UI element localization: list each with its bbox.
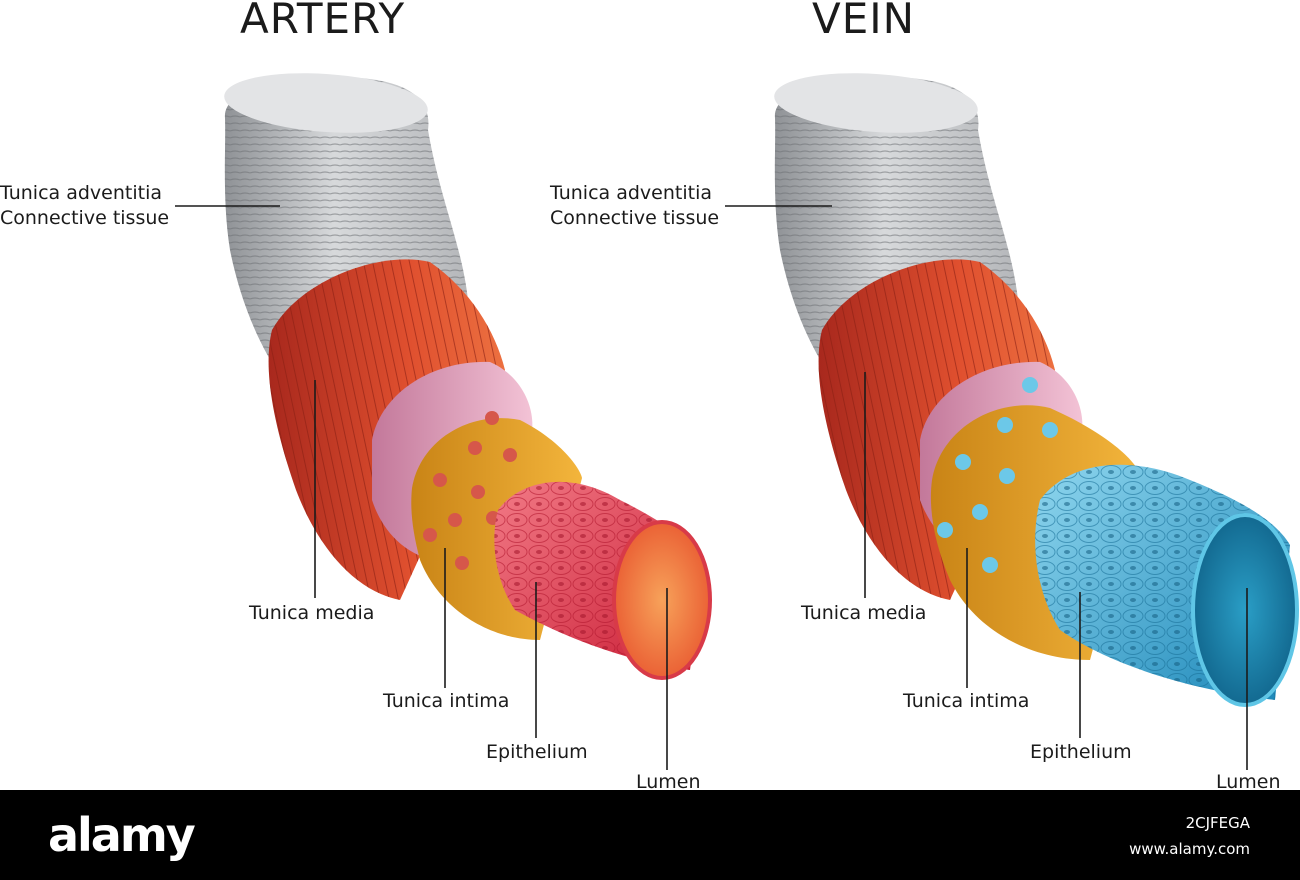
vessel-illustrations (175, 73, 1299, 770)
artery-adventitia-label: Tunica adventitia Connective tissue (0, 181, 169, 231)
vein-lumen-label: Lumen (1216, 771, 1281, 793)
vein-lumen (1191, 513, 1299, 707)
artery-adventitia-label-line1: Tunica adventitia (0, 182, 162, 204)
artery-adventitia-label-line2: Connective tissue (0, 207, 170, 229)
artery-epithelium-label: Epithelium (486, 741, 588, 763)
site-url: www.alamy.com (1129, 840, 1250, 858)
vein-epithelium-label: Epithelium (1030, 741, 1132, 763)
vein-adventitia-label: Tunica adventitia Connective tissue (550, 181, 719, 231)
artery-lumen-label: Lumen (636, 771, 701, 793)
artery-media-label: Tunica media (249, 602, 375, 624)
watermark-footer: alamy 2CJFEGA www.alamy.com (0, 790, 1300, 880)
vein-adventitia-label-line2: Connective tissue (550, 207, 720, 229)
artery-lumen (612, 520, 712, 680)
vein-illustration (774, 73, 1299, 707)
vein-intima-label: Tunica intima (903, 690, 1030, 712)
image-id: 2CJFEGA (1185, 814, 1250, 832)
vein-media-label: Tunica media (801, 602, 927, 624)
vein-title: VEIN (812, 0, 916, 43)
artery-intima-label: Tunica intima (383, 690, 510, 712)
brand-logo: alamy (48, 808, 196, 862)
leader-lines (175, 205, 1248, 770)
artery-title: ARTERY (240, 0, 406, 43)
vein-adventitia-label-line1: Tunica adventitia (550, 182, 712, 204)
artery-illustration (224, 73, 712, 680)
